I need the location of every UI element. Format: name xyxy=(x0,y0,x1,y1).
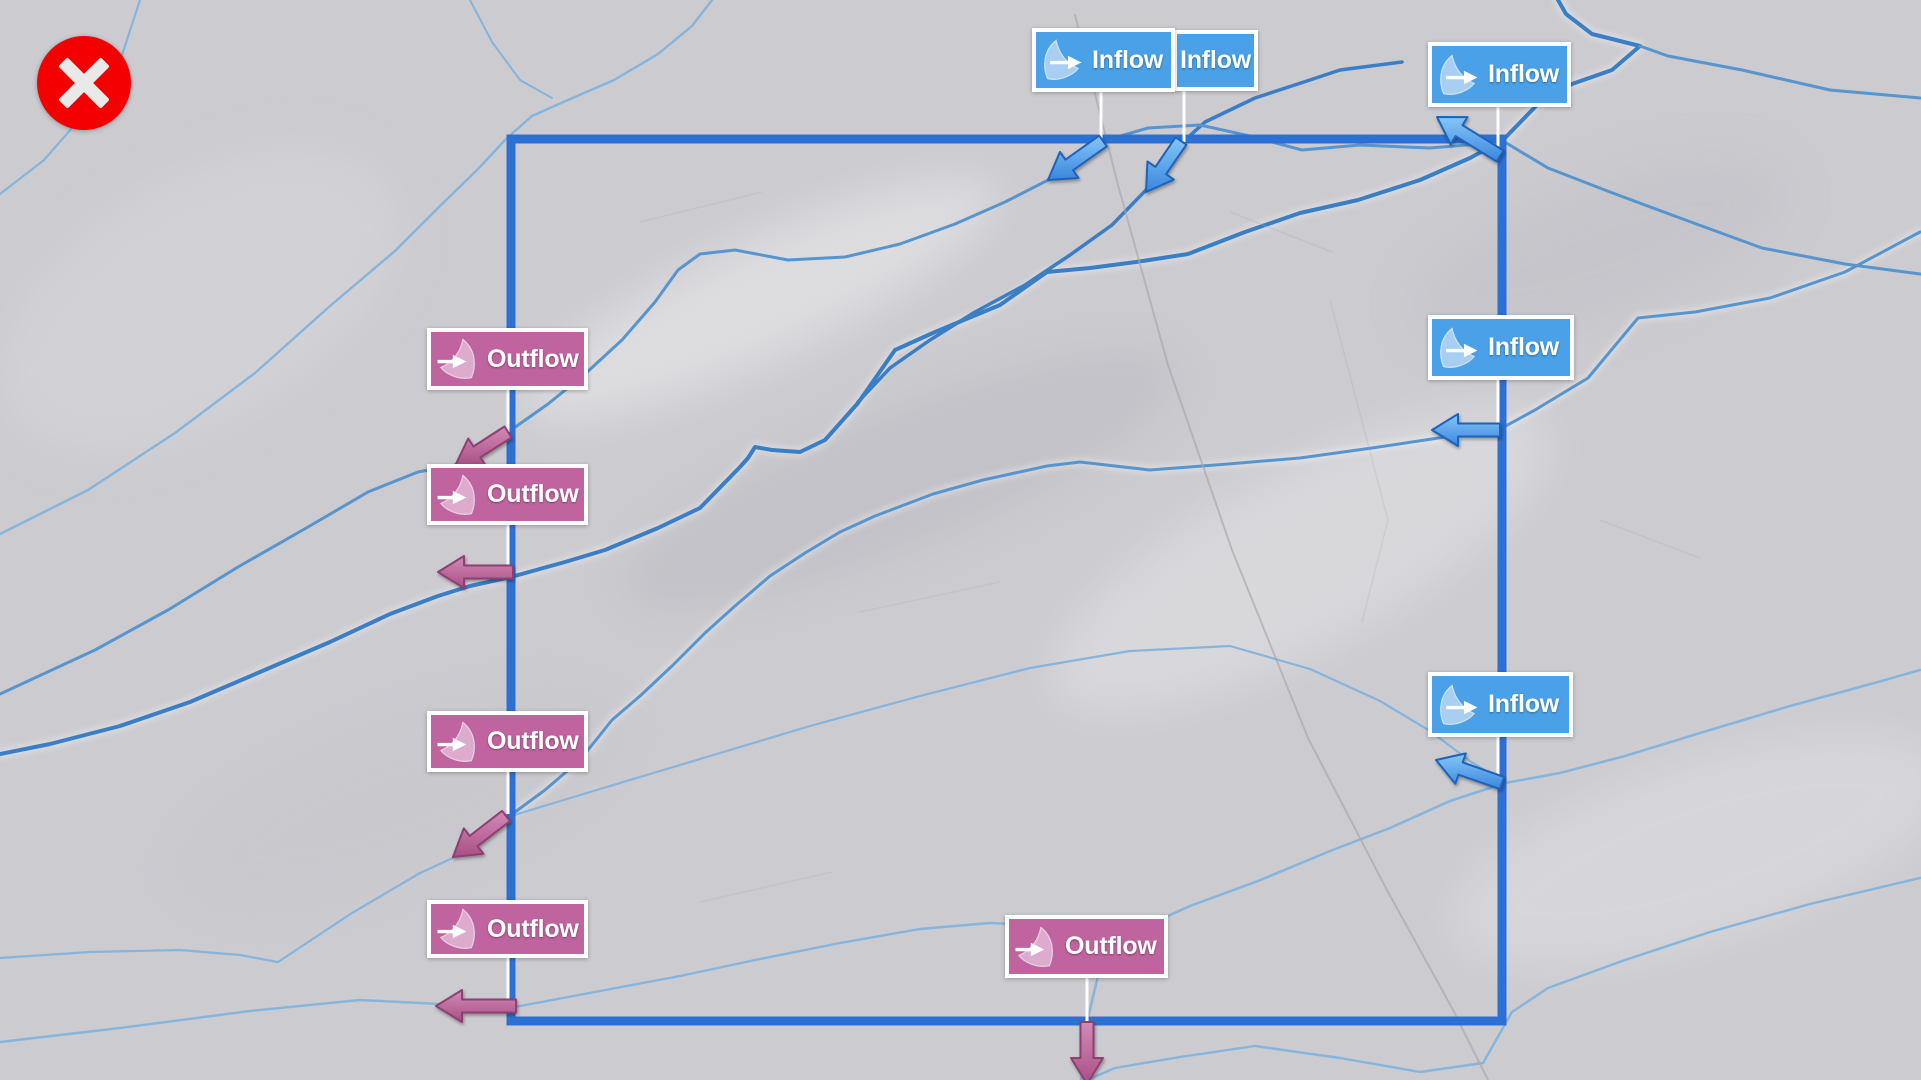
wave-icon xyxy=(435,907,479,951)
outflow-wave-icon xyxy=(1015,925,1053,967)
terrain-shade-spot xyxy=(1049,406,1551,714)
roads-and-field-lines xyxy=(639,14,1701,1080)
wave-icon xyxy=(435,337,479,381)
boundary-rectangle[interactable] xyxy=(506,134,1507,1026)
field-line-3 xyxy=(859,581,1001,613)
inflow-top-b-marker[interactable]: Inflow xyxy=(1173,30,1258,91)
outflow-left-1-arrow xyxy=(454,425,513,467)
flow-marker-label: Outflow xyxy=(487,914,579,943)
inflow-right-upper-river xyxy=(509,230,1921,817)
flow-marker-label: Inflow xyxy=(1488,690,1560,718)
close-button[interactable] xyxy=(37,36,131,130)
flow-direction-arrows xyxy=(435,116,1506,1080)
outflow-left-1-marker[interactable]: Outflow xyxy=(427,328,588,390)
inflow-wave-icon xyxy=(1440,53,1478,95)
outflow-left-4-marker[interactable]: Outflow xyxy=(427,900,588,958)
inflow-right-upper-arrow xyxy=(1431,413,1501,447)
wave-icon xyxy=(1013,925,1057,969)
terrain-shade-spot xyxy=(522,177,998,423)
inflow-top-a-arrow xyxy=(1047,134,1108,181)
outflow-left-3-arrow xyxy=(452,809,511,858)
marker-leader-lines xyxy=(506,91,1500,1022)
diagonal-road xyxy=(1074,14,1489,1080)
field-line-2 xyxy=(1229,211,1333,253)
outflow-left-2-arrow xyxy=(437,555,514,589)
outflow-wave-icon xyxy=(437,338,475,379)
inflow-right-lower-river xyxy=(1079,668,1921,1080)
flow-marker-label: Inflow xyxy=(1092,45,1164,74)
inflow-right-upper-marker[interactable]: Inflow xyxy=(1428,315,1574,380)
ne-edge-river xyxy=(1638,44,1921,100)
top-branch-inflow-a xyxy=(0,123,1505,696)
flow-marker-label: Inflow xyxy=(1179,46,1251,74)
terrain-shading xyxy=(0,148,1921,968)
nw-river-3 xyxy=(469,0,553,99)
simulation-boundary[interactable] xyxy=(506,134,1507,1026)
inflow-wave-icon xyxy=(1440,683,1478,725)
bottom-river-east xyxy=(1085,876,1921,1080)
wave-icon xyxy=(1436,683,1480,727)
wave-icon xyxy=(435,473,479,517)
field-line-5 xyxy=(1599,519,1701,559)
field-line-1 xyxy=(1329,299,1389,623)
inflow-right-lower-marker[interactable]: Inflow xyxy=(1428,672,1573,737)
inflow-right-lower-arrow xyxy=(1435,752,1506,791)
top-branch-inflow-b xyxy=(856,60,1404,404)
field-line-6 xyxy=(699,871,833,903)
terrain-shade-spot xyxy=(0,148,400,452)
nw-river-2 xyxy=(0,0,714,536)
wave-icon xyxy=(1040,38,1084,82)
outflow-bottom-arrow xyxy=(1070,1021,1104,1080)
inflow-wave-icon xyxy=(1044,39,1082,80)
flow-marker-label: Inflow xyxy=(1488,333,1560,361)
flow-marker-label: Outflow xyxy=(487,480,579,508)
inflow-top-b-arrow xyxy=(1145,136,1188,193)
wave-icon xyxy=(435,720,479,764)
flow-marker-label: Outflow xyxy=(1065,932,1157,960)
outflow-left-4-arrow xyxy=(435,989,517,1023)
outflow-left-2-marker[interactable]: Outflow xyxy=(427,464,588,525)
outflow-left-3-marker[interactable]: Outflow xyxy=(427,711,588,772)
flow-marker-label: Inflow xyxy=(1488,60,1560,88)
lower-diagonal-river xyxy=(0,644,1507,964)
inflow-top-right-arrow xyxy=(1436,116,1505,163)
flow-marker-label: Outflow xyxy=(487,344,579,373)
inflow-top-a-marker[interactable]: Inflow xyxy=(1032,28,1175,92)
outflow-wave-icon xyxy=(437,720,475,762)
bottom-river-west xyxy=(0,921,1132,1044)
outflow-bottom-marker[interactable]: Outflow xyxy=(1005,915,1168,978)
terrain-shade-spot xyxy=(1451,732,1921,968)
outflow-wave-icon xyxy=(437,473,475,515)
flow-marker-label: Outflow xyxy=(487,727,579,755)
inflow-wave-icon xyxy=(1440,326,1478,368)
terrain-shade-spot xyxy=(620,350,1180,610)
wave-icon xyxy=(1436,326,1480,370)
wave-icon xyxy=(1436,53,1480,97)
outflow-wave-icon xyxy=(437,908,475,949)
east-corner-river xyxy=(1501,139,1921,276)
inflow-top-right-marker[interactable]: Inflow xyxy=(1428,42,1571,107)
field-line-4 xyxy=(639,191,763,223)
